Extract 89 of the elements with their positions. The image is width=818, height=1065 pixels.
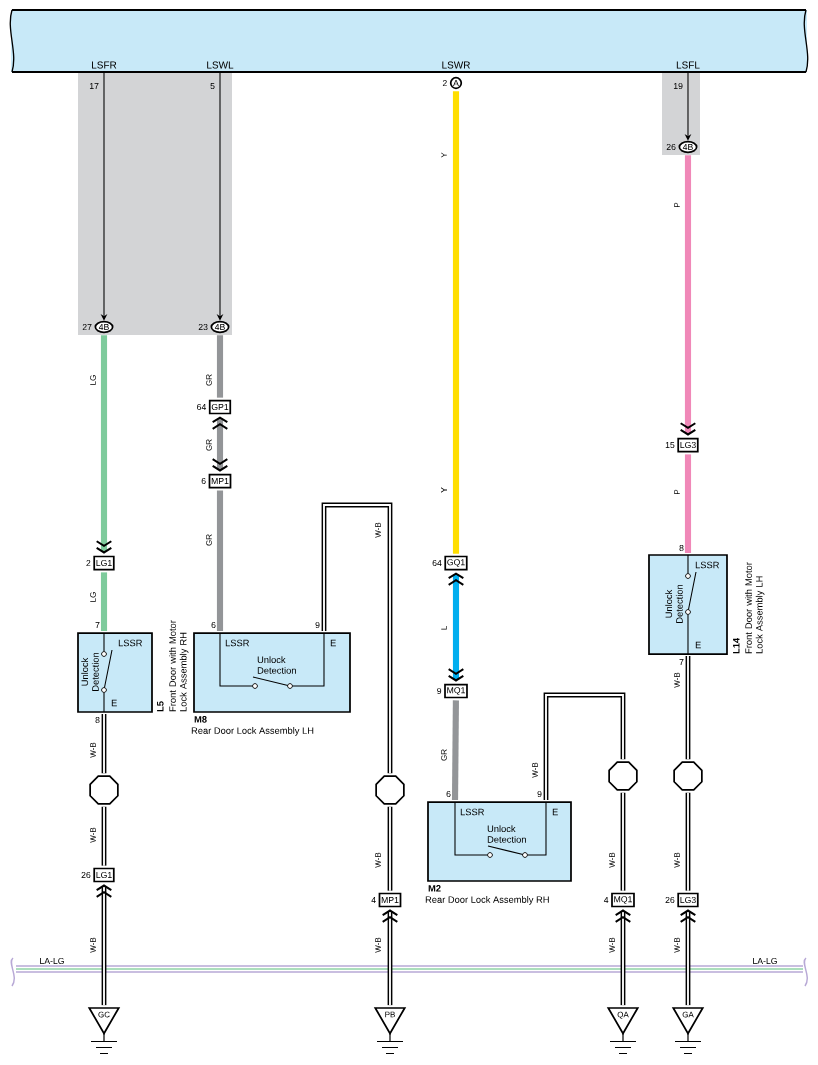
wire-label: W-B bbox=[90, 827, 96, 843]
wire-label: W-B bbox=[375, 852, 381, 868]
pin-number: 15 bbox=[665, 442, 675, 449]
wire-label: GR bbox=[441, 749, 447, 761]
splice-octagon bbox=[375, 775, 405, 805]
pin-number: 9 bbox=[537, 790, 542, 798]
component-name: Rear Door Lock Assembly RH bbox=[425, 896, 549, 905]
harness-label: LA-LG bbox=[753, 957, 777, 965]
wire-label: P bbox=[674, 489, 680, 495]
wire-label: GR bbox=[206, 439, 212, 451]
wire-label: P bbox=[674, 202, 680, 208]
pin-label: LSSR bbox=[460, 808, 484, 816]
wire-label: W-B bbox=[532, 762, 538, 778]
connector-box: LG3 bbox=[677, 892, 699, 908]
pin-number: 64 bbox=[432, 559, 442, 567]
connector-box: LG1 bbox=[93, 555, 115, 571]
pin-number: 19 bbox=[673, 82, 683, 90]
component-code: M8 bbox=[194, 716, 207, 723]
wire-label: W-B bbox=[90, 742, 96, 758]
pin-number: 9 bbox=[315, 621, 320, 629]
wire-label: W-B bbox=[674, 852, 680, 868]
terminal-name: LSFL bbox=[676, 61, 700, 69]
pin-label: E bbox=[330, 639, 336, 647]
pin-label: E bbox=[552, 808, 558, 816]
wire-label: Y bbox=[441, 487, 447, 493]
wire-label: Y bbox=[441, 152, 447, 158]
connector-box: LG3 bbox=[677, 437, 699, 453]
pin-number: 26 bbox=[665, 896, 675, 904]
pin-number: 6 bbox=[211, 621, 216, 629]
component-name: Front Door with Motor Lock Assembly LH bbox=[745, 562, 765, 654]
pin-number: 8 bbox=[95, 716, 100, 724]
pin-label: LSSR bbox=[118, 639, 142, 647]
component-name: Rear Door Lock Assembly LH bbox=[191, 727, 314, 736]
wire-label: W-B bbox=[674, 937, 680, 953]
wire-label: GR bbox=[206, 534, 212, 546]
pin-number: 5 bbox=[210, 83, 215, 90]
pin-number: 26 bbox=[666, 143, 676, 151]
wire-label: GR bbox=[206, 374, 212, 386]
component-code: L5 bbox=[157, 701, 164, 712]
pin-label: E bbox=[695, 641, 701, 649]
pin-number: 8 bbox=[679, 544, 684, 552]
wire-label: L bbox=[441, 626, 447, 630]
connector-box: MP1 bbox=[378, 892, 402, 908]
wire-label: W-B bbox=[609, 852, 615, 868]
pin-label: LSSR bbox=[695, 561, 719, 569]
pin-number: 6 bbox=[201, 477, 206, 485]
pin-number: 17 bbox=[89, 83, 99, 89]
pin-number: 7 bbox=[95, 622, 100, 628]
harness-label: LA-LG bbox=[40, 957, 64, 965]
connector-box: GQ1 bbox=[444, 555, 468, 571]
pin-label: LSSR bbox=[225, 639, 249, 647]
connector-box: LG1 bbox=[93, 867, 115, 883]
terminal-name: LSWR bbox=[442, 61, 470, 69]
component-name: Front Door with Motor Lock Assembly RH bbox=[169, 620, 189, 712]
splice-octagon bbox=[608, 761, 638, 791]
wire-label: LG bbox=[90, 375, 96, 385]
splice-octagon bbox=[89, 775, 119, 805]
terminal-name: LSFR bbox=[92, 61, 117, 69]
splice-octagon bbox=[673, 761, 703, 791]
pin-number: 7 bbox=[679, 659, 684, 665]
connector-oval: 4B bbox=[678, 140, 698, 154]
pin-number: 6 bbox=[446, 790, 451, 798]
pin-number: 9 bbox=[437, 687, 442, 695]
connector-box: MP1 bbox=[208, 473, 232, 489]
wire-label: LG bbox=[90, 592, 96, 602]
pin-number: 23 bbox=[198, 323, 208, 331]
switch-label: Unlock Detection bbox=[487, 825, 526, 843]
pin-number: 2 bbox=[86, 560, 91, 567]
pin-label: E bbox=[111, 699, 117, 707]
pin-number: 4 bbox=[371, 897, 376, 903]
switch-label: Unlock Detection bbox=[81, 652, 99, 691]
switch-label: Unlock Detection bbox=[665, 584, 683, 623]
switch-label: Unlock Detection bbox=[257, 656, 296, 674]
wire-label: W-B bbox=[375, 937, 381, 953]
wire-label: W-B bbox=[375, 522, 381, 538]
wire-label: W-B bbox=[609, 937, 615, 953]
wire-label: W-B bbox=[674, 672, 680, 688]
component-code: L14 bbox=[733, 637, 740, 654]
connector-box: MQ1 bbox=[611, 892, 635, 908]
pin-number: 26 bbox=[81, 871, 91, 879]
component-code: M2 bbox=[428, 885, 441, 892]
connector-box: GP1 bbox=[208, 399, 232, 415]
pin-number: 27 bbox=[82, 324, 92, 331]
pin-number: 64 bbox=[197, 403, 207, 411]
terminal-name: LSWL bbox=[207, 61, 234, 69]
wire-label: W-B bbox=[90, 937, 96, 953]
connector-box: MQ1 bbox=[444, 683, 468, 699]
pin-number: 2 bbox=[442, 80, 447, 87]
pin-number: 4 bbox=[603, 897, 609, 903]
